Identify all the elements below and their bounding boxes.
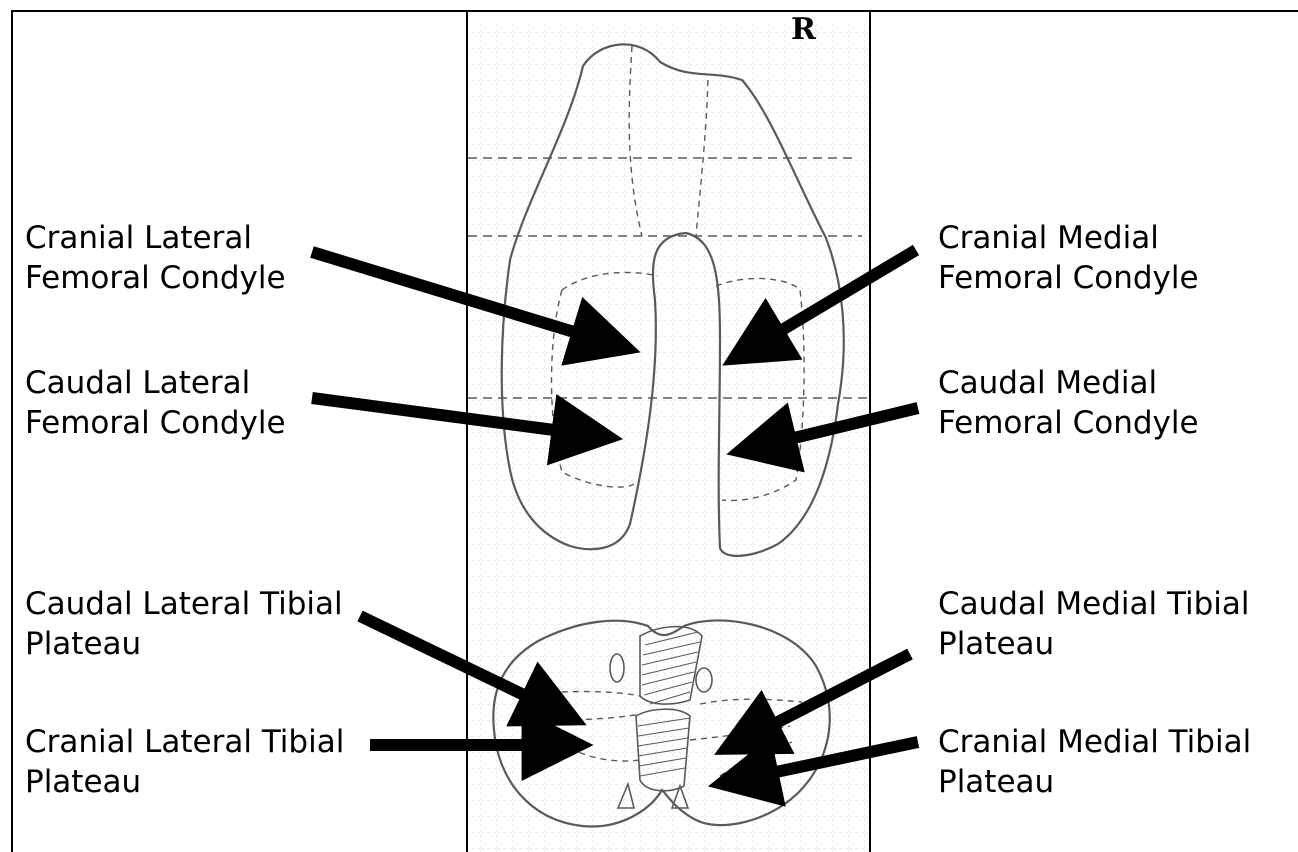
label-cranial-medial-femoral-condyle: Cranial Medial Femoral Condyle <box>938 218 1199 298</box>
label-cranial-lateral-femoral-condyle: Cranial Lateral Femoral Condyle <box>25 218 286 298</box>
label-cranial-medial-tibial-plateau: Cranial Medial Tibial Plateau <box>938 722 1251 802</box>
label-caudal-lateral-femoral-condyle: Caudal Lateral Femoral Condyle <box>25 363 286 443</box>
label-caudal-medial-femoral-condyle: Caudal Medial Femoral Condyle <box>938 363 1199 443</box>
label-caudal-medial-tibial-plateau: Caudal Medial Tibial Plateau <box>938 584 1250 664</box>
right-side-marker: R <box>791 14 816 46</box>
label-cranial-lateral-tibial-plateau: Cranial Lateral Tibial Plateau <box>25 722 344 802</box>
label-caudal-lateral-tibial-plateau: Caudal Lateral Tibial Plateau <box>25 584 343 664</box>
